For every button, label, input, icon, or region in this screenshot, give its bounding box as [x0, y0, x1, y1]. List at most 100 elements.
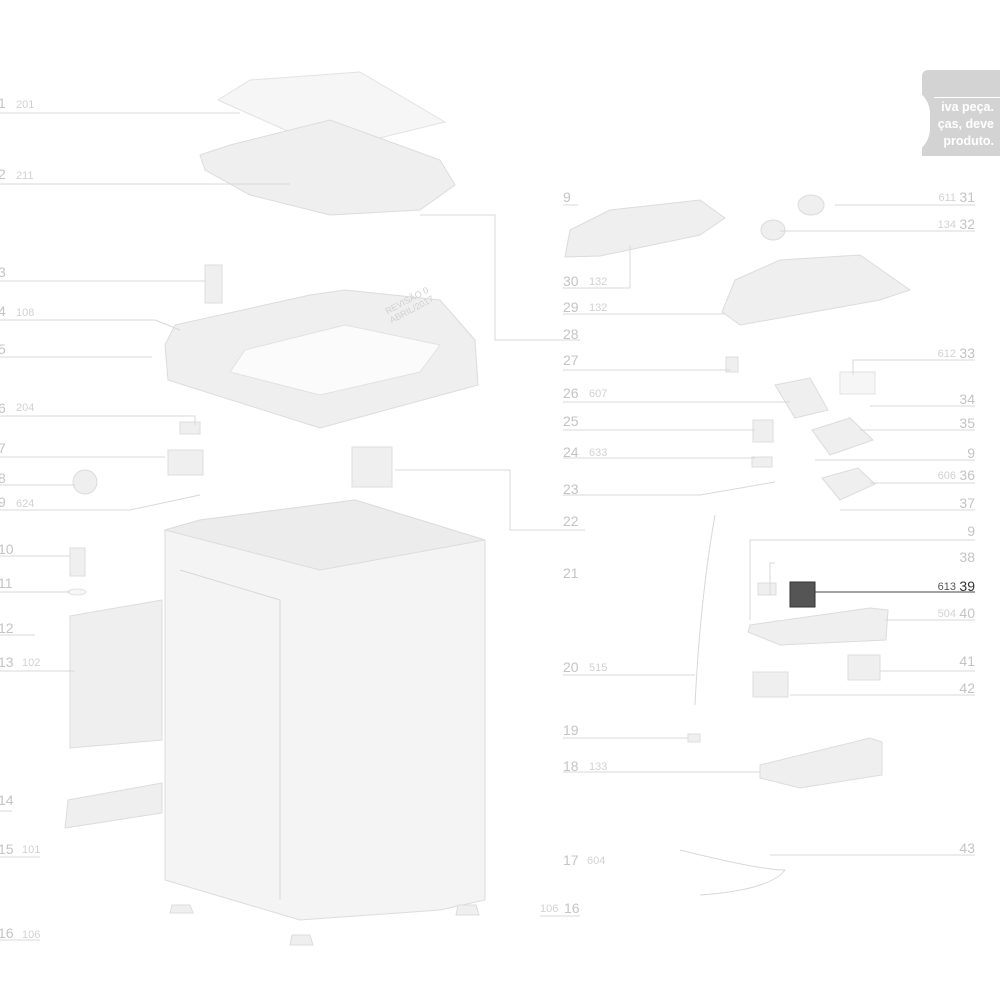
callout-code: 106: [540, 903, 558, 915]
leader-line: [769, 562, 775, 595]
callout-code: 515: [589, 662, 607, 674]
callout-number: 31: [959, 189, 975, 205]
leader-line: [0, 494, 201, 511]
part-18: [759, 737, 883, 789]
callout-number: 35: [959, 415, 975, 431]
part-lid-glass: [216, 71, 447, 151]
leader-lines: [0, 112, 975, 941]
callout-number: 27: [563, 352, 579, 368]
callout-number: 4: [0, 303, 6, 319]
part-31: [797, 194, 825, 216]
part-32: [760, 219, 786, 241]
callout-number: 1: [0, 95, 6, 111]
callout-code: 132: [589, 302, 607, 314]
notice-rule: [934, 97, 1000, 98]
part-3: [204, 264, 223, 304]
callout-code: 101: [22, 844, 40, 856]
callout-code: 204: [16, 402, 34, 414]
callout-number: 9: [0, 494, 6, 510]
callout-number: 25: [563, 413, 579, 429]
callout-code: 604: [587, 855, 605, 867]
callout-number: 8: [0, 470, 6, 486]
callout-number: 40: [959, 605, 975, 621]
parts: [64, 71, 912, 946]
part-14: [64, 782, 163, 829]
callout-code: 633: [589, 447, 607, 459]
callout-number: 30: [563, 273, 579, 289]
callout-number: 10: [0, 541, 14, 557]
part-42: [752, 671, 789, 698]
leader-line: [852, 359, 975, 375]
part-36: [821, 467, 876, 501]
leader-line: [395, 469, 585, 531]
part-13: [69, 599, 163, 749]
part-7: [167, 449, 204, 476]
part-cabinet-top: [163, 499, 486, 571]
part-8: [72, 469, 98, 495]
leader-line: [0, 415, 196, 425]
callout-code: 624: [16, 498, 34, 510]
callout-number: 6: [0, 400, 6, 416]
part-foot: [289, 934, 314, 946]
part-22: [351, 446, 393, 488]
callout-code: 211: [16, 170, 34, 182]
callout-number: 18: [563, 758, 579, 774]
part-19: [687, 733, 701, 743]
callout-number: 43: [959, 840, 975, 856]
part-39-valve: [789, 581, 816, 608]
callout-number: 21: [563, 565, 579, 581]
leader-line: [563, 245, 631, 289]
callout-number: 7: [0, 440, 6, 456]
callout-code: 132: [589, 276, 607, 288]
part-33: [839, 371, 876, 395]
callout-code: 201: [16, 99, 34, 111]
leader-line: [420, 214, 580, 341]
callout-number: 20: [563, 659, 579, 675]
callout-number: 9: [967, 523, 975, 539]
notice-line: produto.: [943, 134, 994, 148]
callout-number: 34: [959, 391, 975, 407]
leader-line: [0, 319, 181, 331]
callout-number: 22: [563, 513, 579, 529]
callout-code: 606: [938, 470, 956, 482]
part-24: [751, 456, 773, 468]
callout-number: 19: [563, 722, 579, 738]
callout-code: 504: [938, 608, 956, 620]
callout-number: 3: [0, 264, 6, 280]
callout-number: 36: [959, 467, 975, 483]
part-foot: [169, 904, 194, 914]
callout-number: 29: [563, 299, 579, 315]
callout-number: 42: [959, 680, 975, 696]
callout-number: 24: [563, 444, 579, 460]
callout-number: 11: [0, 575, 13, 591]
callout-number: 37: [959, 495, 975, 511]
part-lid: [199, 119, 456, 216]
notice-line: ças, deve: [937, 117, 994, 131]
notice-line: iva peça.: [941, 100, 994, 114]
callout-number: 17: [563, 852, 579, 868]
part-38: [757, 582, 777, 596]
leader-line: [563, 481, 776, 496]
callout-number: 16: [0, 925, 14, 941]
callout-number: 13: [0, 654, 14, 670]
callout-number-highlighted: 39: [959, 578, 975, 594]
callout-code: 607: [589, 388, 607, 400]
callout-number: 2: [0, 166, 6, 182]
callout-code: 134: [938, 219, 956, 231]
part-29: [721, 254, 912, 326]
callout-number: 9: [967, 445, 975, 461]
part-20-hose: [694, 514, 716, 706]
part-25: [752, 419, 774, 443]
part-cabinet-side: [179, 569, 281, 900]
callout-number: 15: [0, 841, 14, 857]
callout-code: 133: [589, 761, 607, 773]
part-11: [67, 588, 87, 596]
part-10: [69, 547, 86, 577]
part-30: [564, 199, 726, 258]
callout-code: 611: [938, 192, 956, 204]
callout-number: 33: [959, 345, 975, 361]
callout-code: 108: [16, 307, 34, 319]
